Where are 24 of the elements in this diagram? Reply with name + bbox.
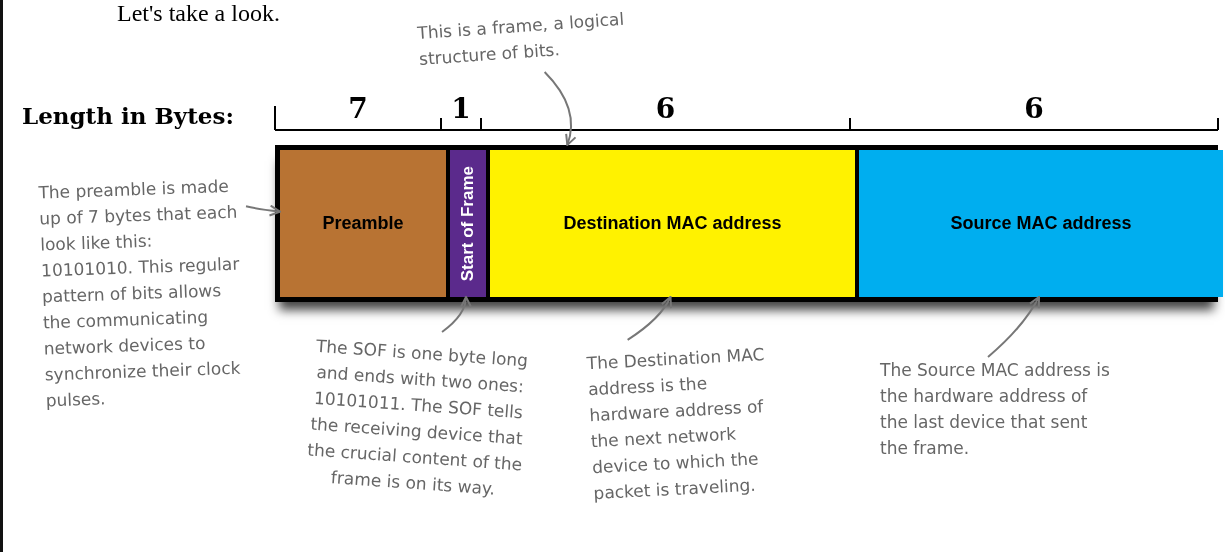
- frame-field: [486, 150, 855, 297]
- annotation-note: This is a frame, a logical structure of bits.: [416, 4, 650, 72]
- byte-count: 6: [1023, 92, 1045, 125]
- byte-count: 7: [347, 92, 369, 125]
- intro-text: Let's take a look.: [117, 0, 280, 27]
- axis-title: Length in Bytes:: [22, 102, 234, 129]
- annotation-note: The Destination MAC address is the hardware address of the next network device to which the packet is traveling.: [586, 339, 794, 507]
- frame-field: [280, 150, 446, 297]
- frame-field: [446, 150, 486, 297]
- field-label: Source MAC address: [950, 213, 1132, 234]
- field-label: Destination MAC address: [563, 213, 782, 234]
- field-label: Start of Frame: [458, 165, 478, 282]
- field-label: Preamble: [322, 213, 404, 234]
- arrow: [987, 296, 1040, 358]
- annotation-note: The preamble is made up of 7 bytes that each look like this: 10101010. This regular pattern of bits allows the communicating network devices to synchronize their clock pulses.: [38, 172, 246, 414]
- frame-field: [855, 150, 1223, 297]
- arrow: [626, 296, 672, 341]
- annotation-note: The Source MAC address is the hardware address of the last device that sent the frame.: [880, 357, 1120, 461]
- arrow: [441, 296, 472, 333]
- annotation-note: The SOF is one byte long and ends with two ones: 10101011. The SOF tells the receiving device that the crucial content of the frame is on its way.: [294, 332, 541, 504]
- arrow: [245, 204, 281, 217]
- arrow: [543, 70, 577, 146]
- byte-count: 6: [654, 92, 677, 125]
- byte-count: 1: [450, 92, 472, 125]
